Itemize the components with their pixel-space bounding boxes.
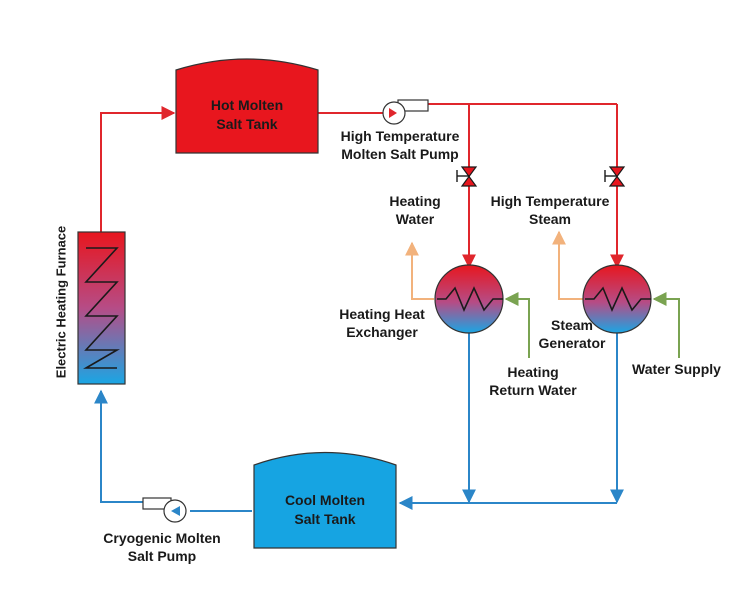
steam-generator: [582, 264, 652, 334]
cryo-pump-label: Cryogenic Molten Salt Pump: [103, 530, 221, 564]
pump-to-furnace-return-line: [94, 389, 150, 503]
cool-salt-piping: [94, 330, 624, 512]
heat-exchanger-label: Heating Heat Exchanger: [339, 306, 425, 340]
electric-heating-furnace: [77, 231, 126, 385]
steam-output-line: [552, 230, 583, 300]
hot-pump-icon: [382, 99, 429, 125]
heating-return-water-line: [504, 292, 530, 358]
heating-heat-exchanger: [434, 264, 504, 334]
cryo-pump-icon: [142, 497, 187, 523]
steam-label: High Temperature Steam: [490, 193, 610, 227]
furnace-to-hot-tank-line: [100, 106, 176, 232]
heating-water-output-line: [405, 241, 434, 300]
heat-exchanger-icon: [437, 286, 503, 313]
steam-output-lines: [405, 230, 583, 300]
hot-tank-label: Hot Molten Salt Tank: [210, 97, 284, 132]
water-supply-line: [652, 292, 680, 358]
water-supply-label: Water Supply: [632, 361, 721, 377]
heat-exchanger-icon: [585, 286, 651, 313]
heating-return-label: Heating Return Water: [489, 364, 577, 398]
cool-tank-label: Cool Molten Salt Tank: [284, 492, 366, 527]
cool-molten-salt-tank: [253, 451, 397, 549]
water-input-lines: [504, 292, 680, 358]
valve-icon: [456, 166, 478, 187]
furnace-coil-icon: [83, 247, 120, 369]
hot-pump-label: High Temperature Molten Salt Pump: [340, 128, 460, 162]
furnace-label: Electric Heating Furnace: [53, 225, 69, 379]
heating-water-label: Heating Water: [389, 193, 441, 227]
steam-generator-label: Steam Generator: [538, 317, 606, 351]
hot-molten-salt-tank: [175, 58, 319, 154]
valve-icon: [604, 166, 626, 187]
